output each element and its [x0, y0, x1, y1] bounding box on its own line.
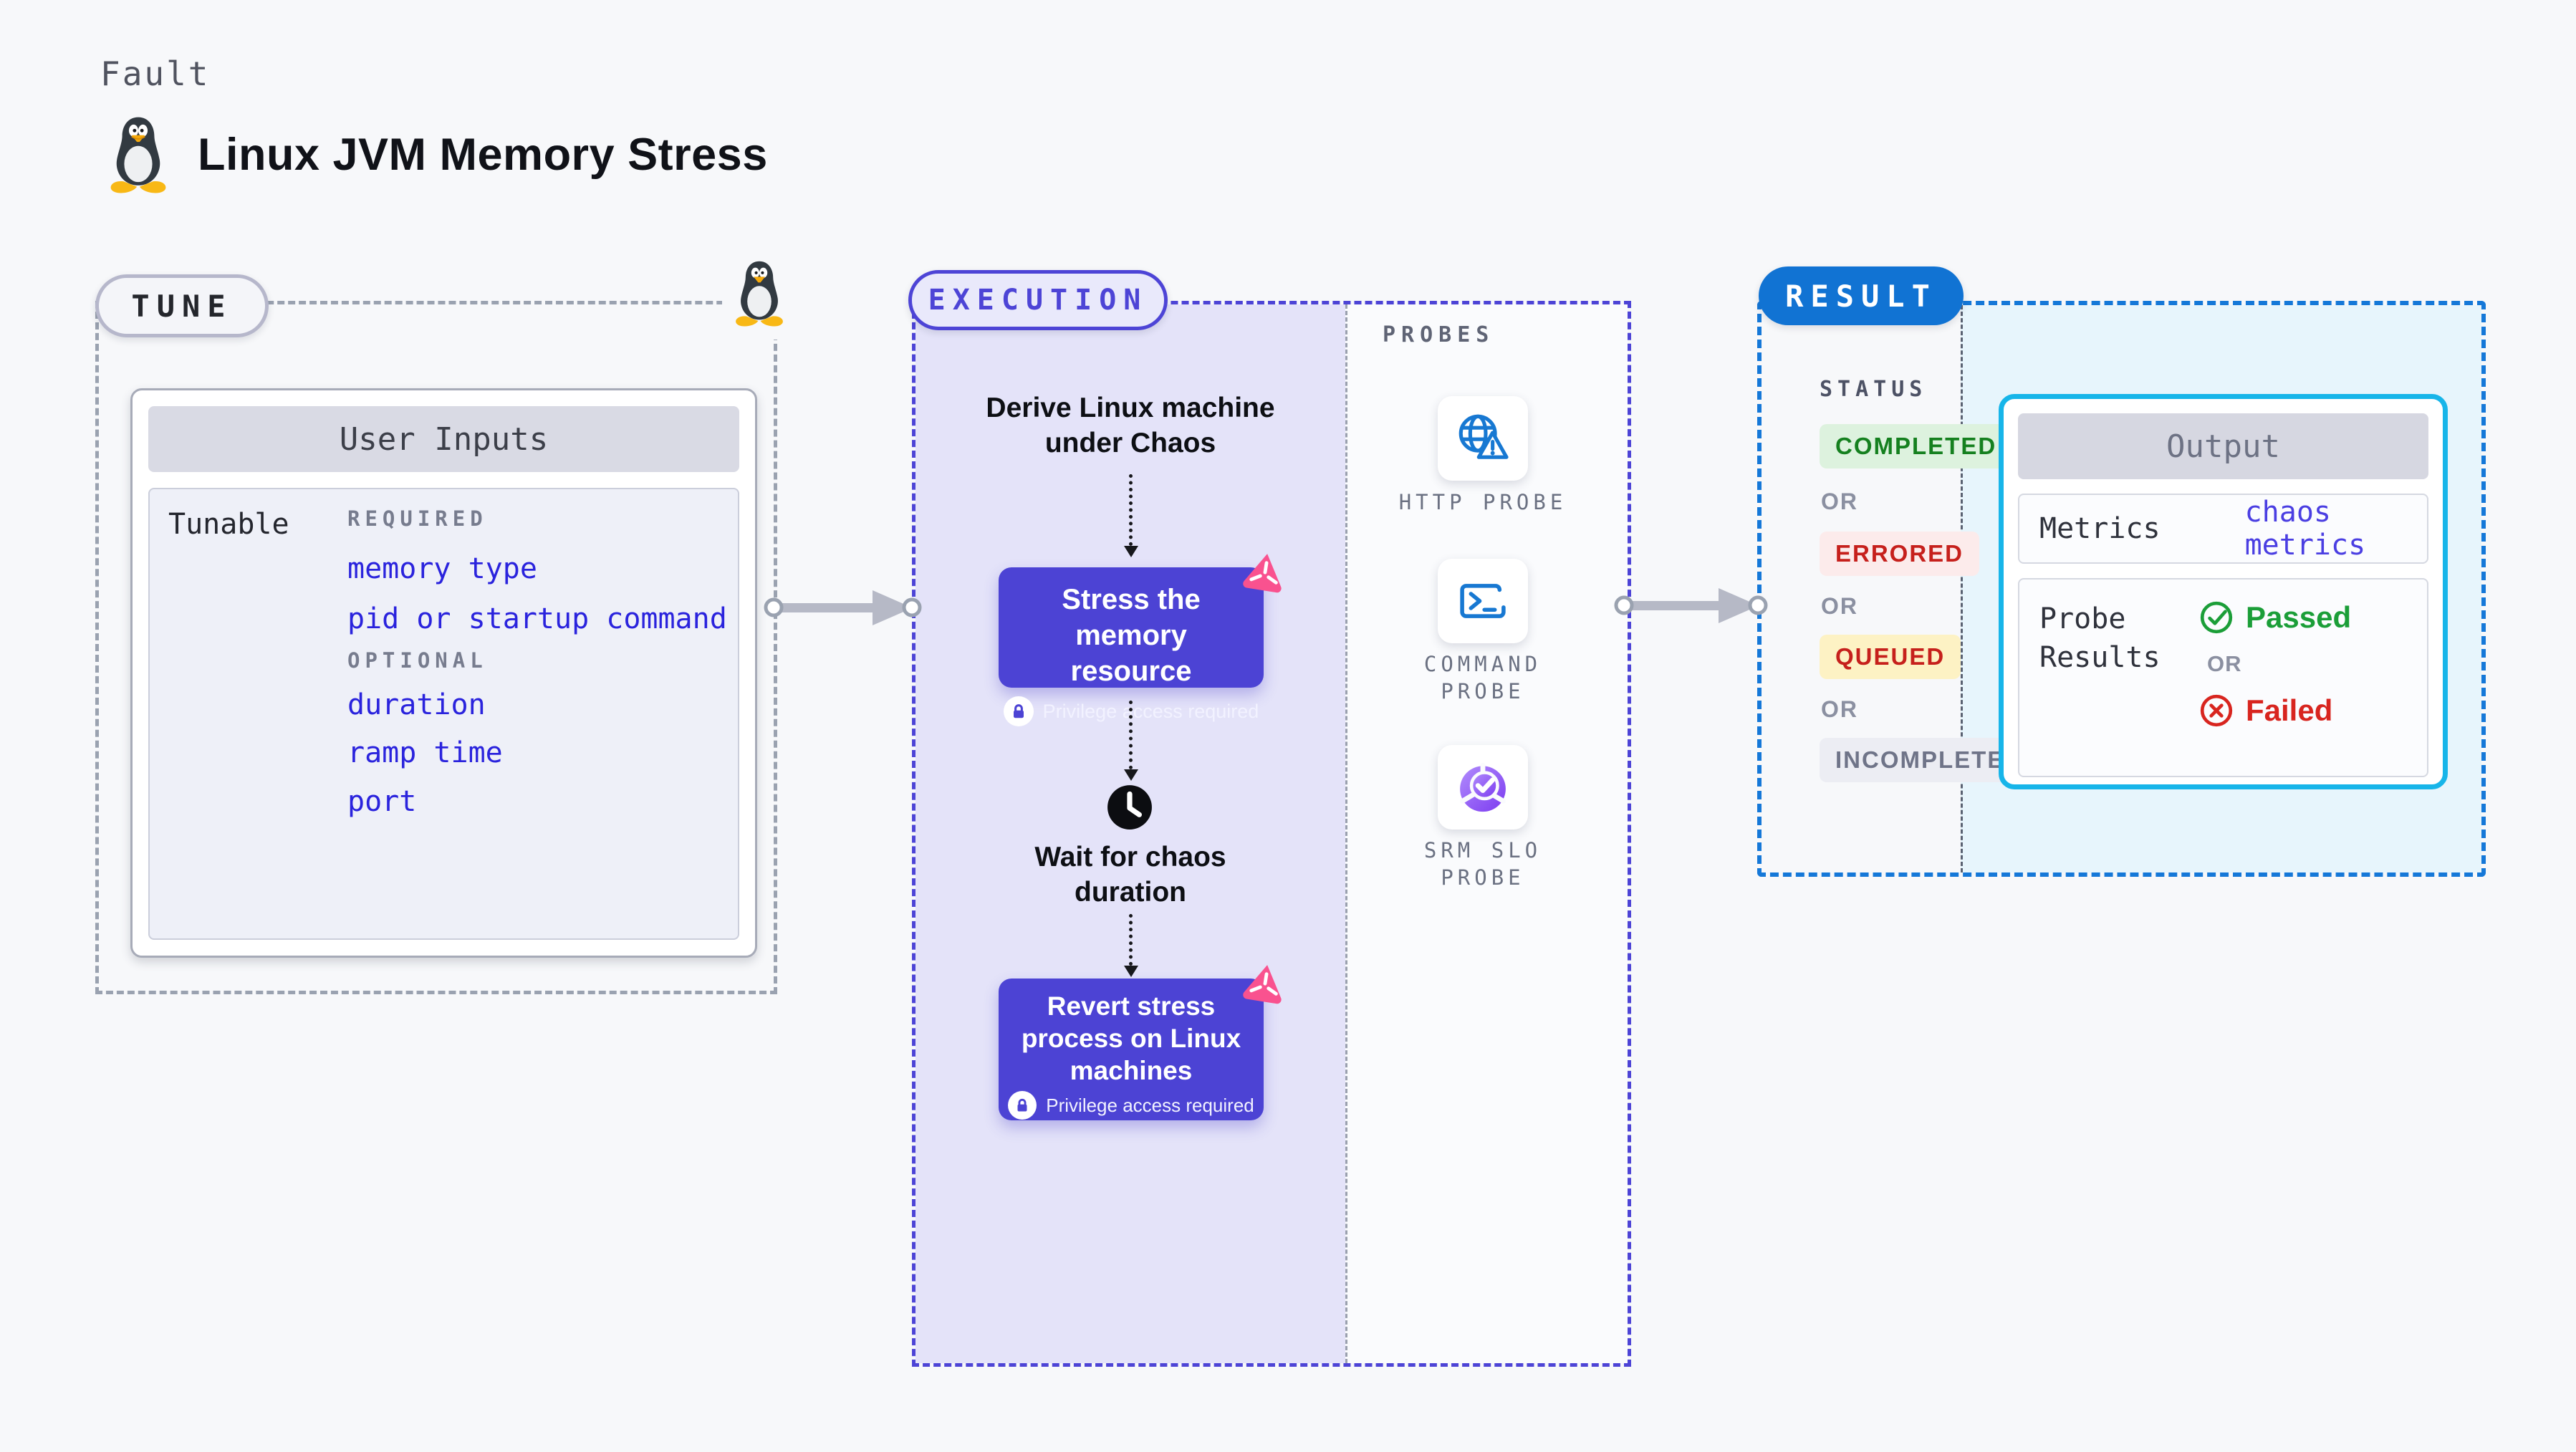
- failed-label: Failed: [2246, 693, 2333, 727]
- probes-divider: [1345, 304, 1347, 1363]
- tux-penguin-icon: [110, 117, 166, 193]
- tux-penguin-small-icon: [736, 261, 783, 327]
- probe-results-row: Probe Results Passed OR Failed: [2018, 578, 2428, 777]
- stress-step-button[interactable]: Stress the memory resource Privilege acc…: [999, 554, 1282, 726]
- metrics-label: Metrics: [2039, 512, 2161, 545]
- status-badge-errored: ERRORED: [1820, 532, 1980, 576]
- globe-alert-icon: [1458, 414, 1509, 459]
- slo-donut-icon: [1460, 762, 1506, 812]
- check-circle-icon: [2200, 601, 2233, 634]
- wait-step-label: Wait for chaos duration: [1034, 842, 1226, 908]
- input-link-pid-or-startup-command[interactable]: pid or startup command: [347, 602, 727, 635]
- fault-eyebrow: Fault: [100, 54, 211, 93]
- srm-slo-probe-card[interactable]: [1438, 745, 1528, 830]
- revert-step-button[interactable]: Revert stress process on Linux machines …: [999, 965, 1282, 1120]
- chaos-logo-icon: [1243, 965, 1282, 1004]
- status-label: STATUS: [1820, 377, 1928, 402]
- http-probe-label: HTTP PROBE: [1398, 490, 1567, 514]
- execution-flow-panel: [915, 304, 1345, 1363]
- clock-icon: [1106, 784, 1153, 831]
- derive-step-label: Derive Linux machine under Chaos: [986, 393, 1275, 458]
- input-link-memory-type[interactable]: memory type: [347, 552, 537, 585]
- metrics-row: Metrics chaos metrics: [2018, 494, 2428, 564]
- flow-arrow-3: [1124, 914, 1138, 977]
- privilege-note: Privilege access required: [1042, 700, 1259, 722]
- input-link-port[interactable]: port: [347, 785, 417, 818]
- probes-label: PROBES: [1383, 322, 1495, 347]
- http-probe-card[interactable]: [1438, 396, 1528, 481]
- or-separator: OR: [1821, 696, 1858, 722]
- lock-icon: [1003, 696, 1034, 726]
- result-divider: [1961, 305, 1963, 872]
- status-badge-queued: QUEUED: [1820, 635, 1961, 679]
- privilege-note: Privilege access required: [1046, 1094, 1254, 1116]
- probe-results-label: Probe Results: [2039, 602, 2161, 674]
- page-title: Linux JVM Memory Stress: [198, 130, 768, 180]
- chaos-metrics-link[interactable]: chaos metrics: [2244, 496, 2366, 562]
- user-inputs-body: Tunable REQUIRED memory type pid or star…: [148, 488, 739, 940]
- x-circle-icon: [2200, 694, 2233, 727]
- command-probe-label: COMMAND PROBE: [1423, 652, 1542, 703]
- execution-badge: EXECUTION: [908, 270, 1168, 330]
- tunable-label: Tunable: [168, 508, 289, 541]
- result-badge: RESULT: [1759, 266, 1964, 325]
- terminal-icon: [1460, 584, 1506, 618]
- chaos-logo-icon: [1243, 554, 1282, 593]
- passed-label: Passed: [2246, 600, 2352, 634]
- or-separator: OR: [1821, 489, 1858, 514]
- flow-arrow-2: [1124, 701, 1138, 781]
- srm-slo-probe-label: SRM SLO PROBE: [1423, 838, 1542, 890]
- input-link-ramp-time[interactable]: ramp time: [347, 736, 503, 769]
- or-separator: OR: [2207, 651, 2242, 676]
- required-group-label: REQUIRED: [347, 506, 488, 531]
- revert-step-label: Revert stress process on Linux machines: [1021, 991, 1241, 1085]
- output-title: Output: [2018, 413, 2428, 479]
- tune-section: [95, 301, 777, 994]
- stress-step-label: Stress the memory resource: [1062, 584, 1201, 687]
- tune-badge: TUNE: [95, 274, 269, 337]
- flow-arrow-1: [1124, 474, 1138, 557]
- execution-to-result-arrow: [1614, 588, 1768, 623]
- probes-panel: [1345, 304, 1628, 1363]
- tune-to-execution-arrow: [764, 590, 922, 625]
- user-inputs-card: User Inputs Tunable REQUIRED memory type…: [130, 388, 757, 958]
- or-separator: OR: [1821, 593, 1858, 619]
- lock-icon: [1008, 1091, 1037, 1120]
- execution-section: [912, 301, 1631, 1367]
- optional-group-label: OPTIONAL: [347, 648, 488, 673]
- command-probe-card[interactable]: [1438, 559, 1528, 643]
- status-badge-completed: COMPLETED: [1820, 424, 2013, 468]
- input-link-duration[interactable]: duration: [347, 688, 486, 721]
- user-inputs-title: User Inputs: [148, 406, 739, 472]
- output-card: Output Metrics chaos metrics Probe Resul…: [1999, 394, 2448, 789]
